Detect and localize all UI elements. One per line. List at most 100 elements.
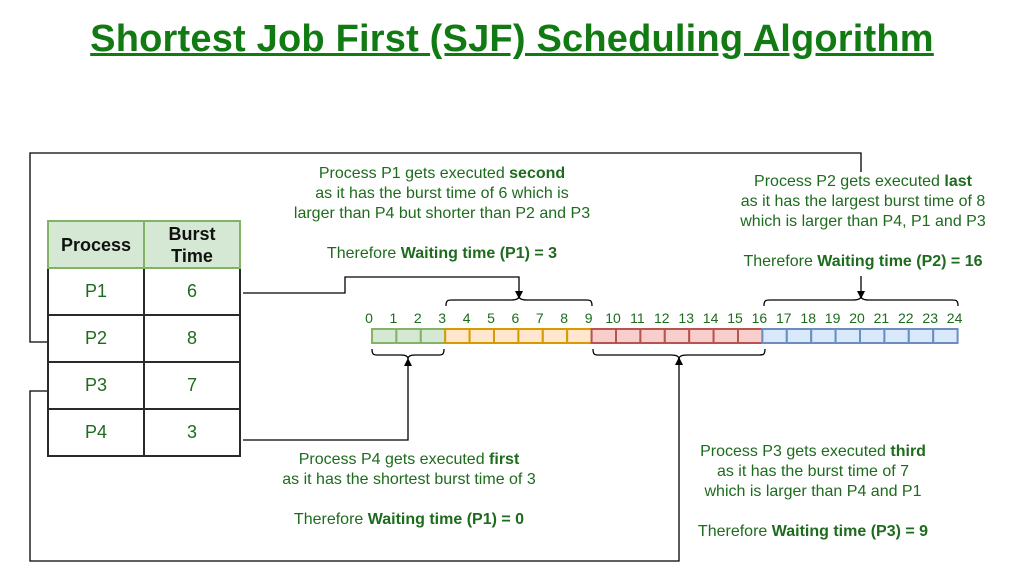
table-row-p4: P4 3 [47, 408, 241, 457]
caption-p3-wait-prefix: Therefore [697, 523, 772, 540]
caption-p4-line2: as it has the shortest burst time of 3 [282, 471, 536, 488]
caption-p3-line1: Process P3 gets executed [700, 443, 891, 460]
caption-p1-line1: Process P1 gets executed [318, 165, 510, 182]
timeline-cell-p3 [688, 328, 715, 344]
caption-p1-wait-prefix: Therefore [326, 245, 401, 262]
caption-p4-order: first [489, 451, 520, 468]
timeline-cell-p3 [663, 328, 691, 344]
tick-label: 7 [536, 310, 544, 326]
burst-cell: 7 [143, 361, 241, 410]
table-row-p2: P2 8 [47, 314, 241, 363]
caption-p1-line2: as it has the burst time of 6 which is [315, 185, 569, 202]
timeline-cell-p3 [639, 328, 666, 344]
timeline-cell-p3 [712, 328, 739, 344]
timeline-cell-p1 [493, 328, 520, 344]
burst-cell: 6 [143, 267, 241, 316]
caption-p4-waiting-time: Waiting time (P1) = 0 [367, 511, 525, 528]
brace-p4 [371, 348, 445, 360]
brace-p2 [763, 295, 959, 307]
table-row-p1: P1 6 [47, 267, 241, 316]
timeline-cell-p1 [541, 328, 569, 344]
tick-label: 24 [947, 310, 963, 326]
tick-label: 16 [752, 310, 768, 326]
tick-label: 14 [703, 310, 719, 326]
connector-p2 [29, 152, 862, 343]
caption-p2-order: last [944, 173, 972, 190]
caption-p1-waiting-time: Waiting time (P1) = 3 [400, 245, 558, 262]
caption-p2-waiting-time: Waiting time (P2) = 16 [817, 253, 983, 270]
caption-p3: Process P3 gets executed third as it has… [680, 442, 946, 542]
tick-label: 19 [825, 310, 841, 326]
tick-label: 15 [727, 310, 743, 326]
gantt-timeline [371, 328, 959, 344]
tick-label: 13 [678, 310, 694, 326]
tick-label: 3 [438, 310, 446, 326]
header-burst-time-label: Burst Time [168, 223, 216, 266]
caption-p4-line1: Process P4 gets executed [298, 451, 490, 468]
timeline-cell-p2 [785, 328, 813, 344]
diagram-title: Shortest Job First (SJF) Scheduling Algo… [90, 18, 934, 60]
burst-cell: 8 [143, 314, 241, 363]
process-table: Process Burst Time P1 6 P2 8 P3 7 P4 3 [47, 220, 241, 457]
caption-p2-wait-prefix: Therefore [743, 253, 818, 270]
caption-p1-line3: larger than P4 but shorter than P2 and P… [293, 205, 591, 222]
table-row-p3: P3 7 [47, 361, 241, 410]
tick-label: 20 [849, 310, 865, 326]
tick-label: 1 [390, 310, 398, 326]
caption-p3-line3: which is larger than P4 and P1 [704, 483, 922, 500]
timeline-cell-p1 [566, 328, 593, 344]
burst-cell: 3 [143, 408, 241, 457]
caption-p3-order: third [890, 443, 926, 460]
tick-label: 0 [365, 310, 373, 326]
process-cell: P2 [47, 314, 145, 363]
caption-p4: Process P4 gets executed first as it has… [262, 450, 556, 530]
timeline-cell-p4 [395, 328, 422, 344]
connector-p1 [243, 276, 523, 299]
brace-p3 [592, 348, 766, 360]
caption-p4-wait-prefix: Therefore [293, 511, 368, 528]
timeline-cell-p1 [468, 328, 496, 344]
tick-label: 5 [487, 310, 495, 326]
timeline-cell-p4 [419, 328, 447, 344]
caption-p1: Process P1 gets executed second as it ha… [270, 164, 614, 264]
timeline-cell-p2 [932, 328, 959, 344]
tick-label: 10 [605, 310, 621, 326]
caption-p3-waiting-time: Waiting time (P3) = 9 [771, 523, 929, 540]
timeline-cell-p4 [371, 328, 398, 344]
timeline-cell-p2 [834, 328, 861, 344]
tick-label: 9 [585, 310, 593, 326]
tick-label: 8 [560, 310, 568, 326]
timeline-cell-p1 [517, 328, 544, 344]
tick-label: 17 [776, 310, 792, 326]
process-cell: P4 [47, 408, 145, 457]
caption-p3-line2: as it has the burst time of 7 [716, 463, 910, 480]
tick-label: 23 [922, 310, 938, 326]
timeline-cell-p3 [737, 328, 764, 344]
timeline-cell-p2 [859, 328, 886, 344]
tick-label: 18 [800, 310, 816, 326]
timeline-cell-p3 [615, 328, 642, 344]
tick-label: 2 [414, 310, 422, 326]
tick-label: 11 [630, 310, 645, 326]
tick-label: 6 [512, 310, 520, 326]
tick-label: 12 [654, 310, 670, 326]
caption-p1-order: second [509, 165, 566, 182]
timeline-cell-p2 [907, 328, 935, 344]
tick-label: 21 [874, 310, 890, 326]
timeline-cell-p2 [810, 328, 837, 344]
table-header-row: Process Burst Time [47, 220, 241, 269]
caption-p2-line2: as it has the largest burst time of 8 [740, 193, 986, 210]
brace-p1 [445, 295, 593, 307]
caption-p2: Process P2 gets executed last as it has … [718, 172, 1008, 272]
process-cell: P1 [47, 267, 145, 316]
timeline-cell-p1 [444, 328, 471, 344]
caption-p2-line1: Process P2 gets executed [754, 173, 945, 190]
timeline-cell-p2 [761, 328, 788, 344]
caption-p2-line3: which is larger than P4, P1 and P3 [740, 213, 986, 230]
header-burst-time: Burst Time [143, 220, 241, 269]
connector-p4 [243, 358, 412, 441]
connector-p3 [29, 357, 683, 562]
timeline-cell-p3 [590, 328, 617, 344]
